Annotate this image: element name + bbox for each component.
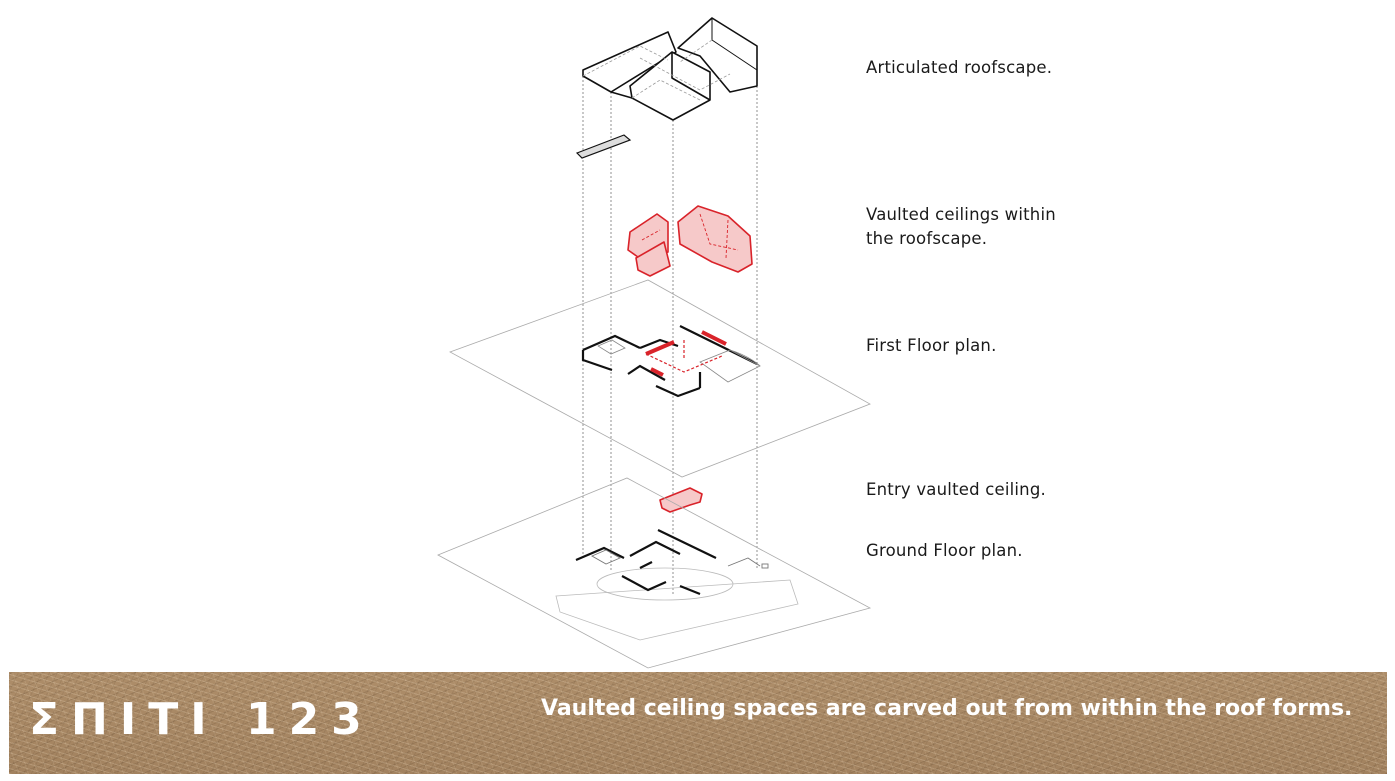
exploded-axonometric-diagram: [437, 17, 872, 669]
label-first-floor: First Floor plan.: [866, 336, 997, 355]
banner-caption: Vaulted ceiling spaces are carved out fr…: [541, 696, 1353, 721]
vaulted-ceilings: [627, 205, 753, 277]
first-floor-thin: [597, 339, 761, 383]
ground-floor-walls: [575, 529, 717, 596]
first-floor-red-dashed: [645, 340, 723, 373]
ground-floor-thin: [590, 549, 769, 569]
vault-inner-lines: [641, 213, 739, 259]
roofscape-model: [582, 17, 758, 121]
label-vaulted-line1: Vaulted ceilings within: [866, 205, 1056, 224]
brand-title: ΣΠΙΤΙ 123: [29, 694, 374, 745]
label-vaulted-line2: the roofscape.: [866, 229, 988, 248]
first-floor-red: [645, 330, 727, 377]
ground-floor-sheet: [437, 477, 872, 669]
label-ground-floor: Ground Floor plan.: [866, 541, 1023, 560]
ground-floor-site: [555, 567, 799, 641]
roof-hidden-lines: [582, 39, 731, 101]
projection-lines: [582, 76, 758, 596]
first-floor-sheet: [449, 279, 871, 478]
footer-banner: ΣΠΙΤΙ 123 Vaulted ceiling spaces are car…: [9, 672, 1387, 774]
label-vaulted-ceilings: Vaulted ceilings within the roofscape.: [866, 203, 1056, 251]
entry-vault: [659, 487, 703, 513]
roof-plank: [575, 134, 632, 159]
label-entry-vault: Entry vaulted ceiling.: [866, 480, 1046, 499]
label-roofscape: Articulated roofscape.: [866, 58, 1053, 77]
first-floor-walls: [581, 325, 758, 398]
